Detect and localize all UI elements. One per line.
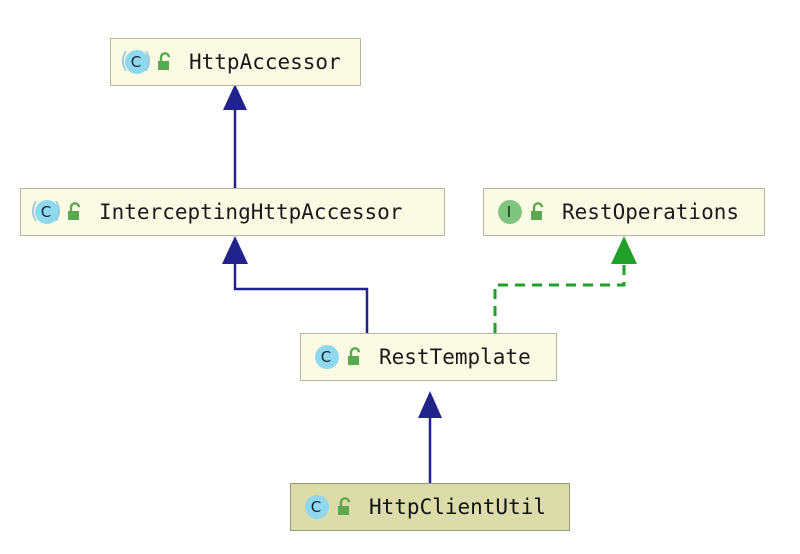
node-icon-group: ( C ) [120, 47, 175, 77]
uml-node-label: InterceptingHttpAccessor [99, 200, 403, 224]
class-icon-letter: C [320, 347, 332, 366]
public-unlocked-icon [68, 202, 81, 220]
class-icon-letter: C [40, 202, 52, 221]
node-icon-group: ( C ) [30, 197, 85, 227]
interface-icon-letter: I [506, 202, 512, 221]
uml-node-http-accessor[interactable]: ( C ) HttpAccessor [110, 38, 361, 86]
class-icon-disc [305, 495, 329, 519]
abstract-class-icon: ( C ) [120, 47, 152, 77]
public-unlocked-icon [348, 347, 361, 365]
uml-node-label: RestOperations [562, 200, 740, 224]
uml-node-label: HttpClientUtil [369, 495, 547, 519]
public-unlocked-icon [158, 52, 171, 70]
class-icon: C [301, 492, 331, 522]
abstract-paren-right: ) [53, 199, 62, 224]
public-unlocked-icon [531, 202, 544, 220]
abstract-paren-left: ( [30, 199, 39, 224]
class-icon-letter: C [130, 52, 142, 71]
edge-httpclientutil-extends-resttemplate [418, 391, 442, 483]
abstract-class-icon: ( C ) [30, 197, 62, 227]
class-icon-disc [35, 200, 59, 224]
edge-resttemplate-implements-restoperations [493, 236, 637, 333]
uml-node-intercepting-http-accessor[interactable]: ( C ) InterceptingHttpAccessor [20, 188, 445, 236]
interface-icon: I [494, 197, 524, 227]
node-icon-group: I [494, 197, 548, 227]
uml-node-rest-template[interactable]: C RestTemplate [300, 333, 557, 381]
class-icon-letter: C [310, 497, 322, 516]
abstract-paren-right: ) [143, 49, 152, 74]
uml-node-label: RestTemplate [379, 345, 531, 369]
interface-icon-disc [498, 200, 522, 224]
uml-node-http-client-util[interactable]: C HttpClientUtil [290, 483, 570, 531]
class-icon-disc [125, 50, 149, 74]
node-icon-group: C [301, 492, 355, 522]
class-icon-disc [315, 345, 339, 369]
uml-node-rest-operations[interactable]: I RestOperations [483, 188, 765, 236]
uml-node-label: HttpAccessor [189, 50, 341, 74]
node-icon-group: C [311, 342, 365, 372]
class-icon: C [311, 342, 341, 372]
public-unlocked-icon [338, 497, 351, 515]
abstract-paren-left: ( [120, 49, 129, 74]
edge-resttemplate-extends-intercepting [222, 236, 369, 333]
edge-intercepting-extends-httpaccessor [223, 84, 247, 188]
